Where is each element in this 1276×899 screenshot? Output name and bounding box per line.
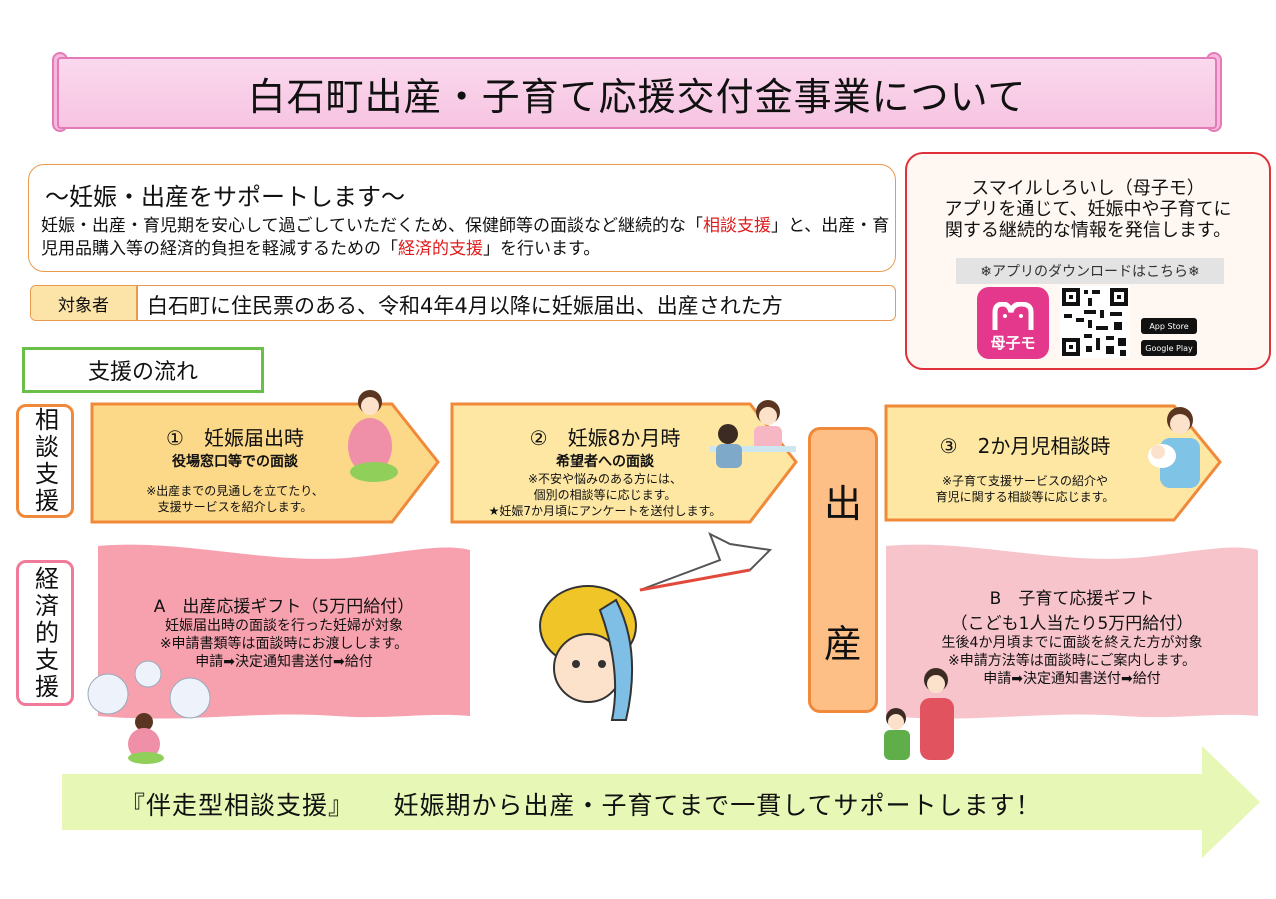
pregnant-woman-icon: [348, 390, 398, 482]
step-3-note-2: 育児に関する相談等に応じます。: [935, 490, 1115, 504]
gift-a-line-3: 申請➡決定通知書送付➡給付: [195, 654, 373, 670]
gift-a-text: A 出産応援ギフト（5万円給付） 妊娠届出時の面談を行った妊婦が対象 ※申請書類…: [96, 592, 472, 671]
gift-b-text: B 子育て応援ギフト （こども1人当たり5万円給付） 生後4か月頃までに面談を終…: [884, 584, 1260, 688]
step-2-note-2: 個別の相談等に応じます。: [533, 488, 677, 502]
step-1-title: ① 妊娠届出時: [166, 426, 304, 450]
intro-red-economic: 経済的支援: [398, 239, 483, 259]
qr-code-icon[interactable]: [1060, 286, 1130, 358]
gift-b-banner: [886, 544, 1258, 719]
app-store-badge[interactable]: App Store: [1141, 318, 1197, 334]
step-2-text: ② 妊娠8か月時 希望者への面談 ※不安や悩みのある方には、 個別の相談等に応じ…: [470, 422, 740, 519]
row-label-counsel: 相談支援: [16, 404, 74, 518]
app-icon-label: 母子モ: [990, 334, 1036, 352]
gift-b-line-3: 申請➡決定通知書送付➡給付: [983, 671, 1161, 687]
intro-box: 〜妊娠・出産をサポートします〜 妊娠・出産・育児期を安心して過ごしていただくため…: [28, 164, 896, 272]
row-label-economic: 経済的支援: [16, 560, 74, 706]
target-label: 対象者: [31, 286, 138, 320]
step-2-note-1: ※不安や悩みのある方には、: [527, 472, 683, 486]
target-text: 白石町に住民票のある、令和4年4月以降に妊娠届出、出産された方: [147, 294, 783, 318]
gift-b-title-2: （こども1人当たり5万円給付）: [950, 614, 1194, 634]
intro-heading: 〜妊娠・出産をサポートします〜: [45, 183, 405, 211]
step-2-title: ② 妊娠8か月時: [529, 426, 681, 450]
intro-text-part2: 」と、出産・育児用品購入等の経済的負担を軽減するための「: [41, 216, 890, 259]
step-2-arrow: [450, 402, 798, 524]
mascot-stork-icon: [539, 531, 773, 721]
app-description: スマイルしろいし（母子モ） アプリを通じて、妊娠中や子育てに 関する継続的な情報…: [907, 178, 1269, 241]
app-logo-icon: [992, 302, 1034, 330]
birth-column: 出 産: [808, 427, 878, 713]
gift-a-title: A 出産応援ギフト（5万円給付）: [153, 597, 415, 617]
intro-red-counsel: 相談支援: [702, 216, 771, 236]
step-3-text: ③ 2か月児相談時 ※子育て支援サービスの紹介や 育児に関する相談等に応じます。: [900, 430, 1150, 505]
step-1-text: ① 妊娠届出時 役場窓口等での面談 ※出産までの見通しを立てたり、 支援サービス…: [110, 422, 360, 515]
app-info-box: スマイルしろいし（母子モ） アプリを通じて、妊娠中や子育てに 関する継続的な情報…: [905, 152, 1271, 370]
gift-b-line-2: ※申請方法等は面談時にご案内します。: [947, 653, 1197, 669]
gift-a-line-2: ※申請書類等は面談時にお渡しします。: [159, 636, 409, 652]
bottom-message: 『伴走型相談支援』 妊娠期から出産・子育てまで一貫してサポートします！: [120, 791, 1042, 820]
intro-text-part1: 妊娠・出産・育児期を安心して過ごしていただくため、保健師等の面談など継続的な「: [41, 216, 703, 236]
gift-b-title: B 子育て応援ギフト: [989, 589, 1155, 609]
google-play-badge[interactable]: Google Play: [1141, 340, 1197, 356]
intro-text: 妊娠・出産・育児期を安心して過ごしていただくため、保健師等の面談など継続的な「相…: [41, 215, 891, 261]
app-icon[interactable]: 母子モ: [977, 287, 1049, 359]
target-row: 対象者 白石町に住民票のある、令和4年4月以降に妊娠届出、出産された方: [30, 285, 896, 321]
step-1-note-1: ※出産までの見通しを立てたり、: [146, 484, 324, 498]
app-line-3: 関する継続的な情報を発信します。: [944, 220, 1232, 241]
step-2-subtitle: 希望者への面談: [556, 454, 654, 470]
page-title: 白石町出産・子育て応援交付金事業について: [57, 57, 1217, 129]
gift-b-line-1: 生後4か月頃までに面談を終えた方が対象: [941, 635, 1203, 651]
app-line-2: アプリを通じて、妊娠中や子育てに: [944, 199, 1232, 220]
step-3-note-1: ※子育て支援サービスの紹介や: [941, 474, 1109, 488]
birth-char-1: 出: [823, 481, 862, 526]
app-download-label: ❄アプリのダウンロードはこちら❄: [956, 258, 1224, 284]
step-3-arrow: [884, 404, 1222, 522]
gift-a-line-1: 妊娠届出時の面談を行った妊婦が対象: [165, 618, 403, 634]
step-1-note-2: 支援サービスを紹介します。: [157, 500, 313, 514]
step-3-title: ③ 2か月児相談時: [939, 434, 1111, 458]
step-1-subtitle: 役場窓口等での面談: [172, 454, 298, 470]
birth-char-2: 産: [823, 621, 862, 666]
consultation-icon: [710, 400, 796, 468]
gift-a-banner: [98, 544, 470, 719]
intro-text-part3: 」を行います。: [483, 239, 601, 259]
nurse-baby-icon: [1148, 407, 1200, 488]
baby-goods-icon: [87, 660, 211, 764]
bottom-arrow: [62, 746, 1260, 858]
flow-label: 支援の流れ: [22, 347, 264, 393]
mother-child-icon: [884, 668, 954, 760]
app-line-1: スマイルしろいし（母子モ）: [971, 178, 1205, 199]
step-2-note-3: ★妊娠7か月頃にアンケートを送付します。: [488, 504, 722, 518]
